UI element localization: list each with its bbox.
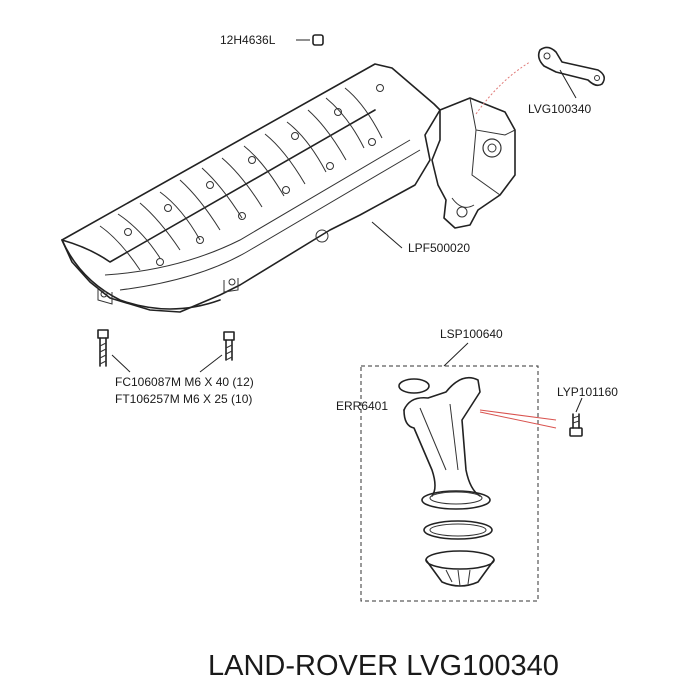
label-lvg100340: LVG100340: [528, 102, 591, 116]
oil-strainer: [425, 550, 495, 587]
o-ring-err6401: [398, 378, 430, 394]
label-12h4636l: 12H4636L: [220, 33, 276, 47]
bracket-lvg100340: [537, 46, 606, 87]
label-lsp100640: LSP100640: [440, 327, 503, 341]
pickup-gasket: [423, 520, 493, 540]
oil-pan: [61, 63, 516, 313]
label-bolt-m6x25: FT106257M M6 X 25 (10): [115, 392, 252, 406]
label-lpf500020: LPF500020: [408, 241, 470, 255]
bolt-m6x25: [223, 331, 235, 361]
label-bolt-m6x40: FC106087M M6 X 40 (12): [115, 375, 254, 389]
page-title: LAND-ROVER LVG100340: [208, 650, 559, 682]
label-err6401: ERR6401: [336, 399, 388, 413]
assembly-boundary: [360, 365, 539, 602]
label-lyp101160: LYP101160: [557, 385, 618, 399]
bolt-lyp101160: [569, 413, 583, 437]
oil-pickup-tube: [403, 376, 491, 510]
bolt-m6x40: [97, 329, 109, 367]
nut-12h4636l: [312, 34, 324, 46]
